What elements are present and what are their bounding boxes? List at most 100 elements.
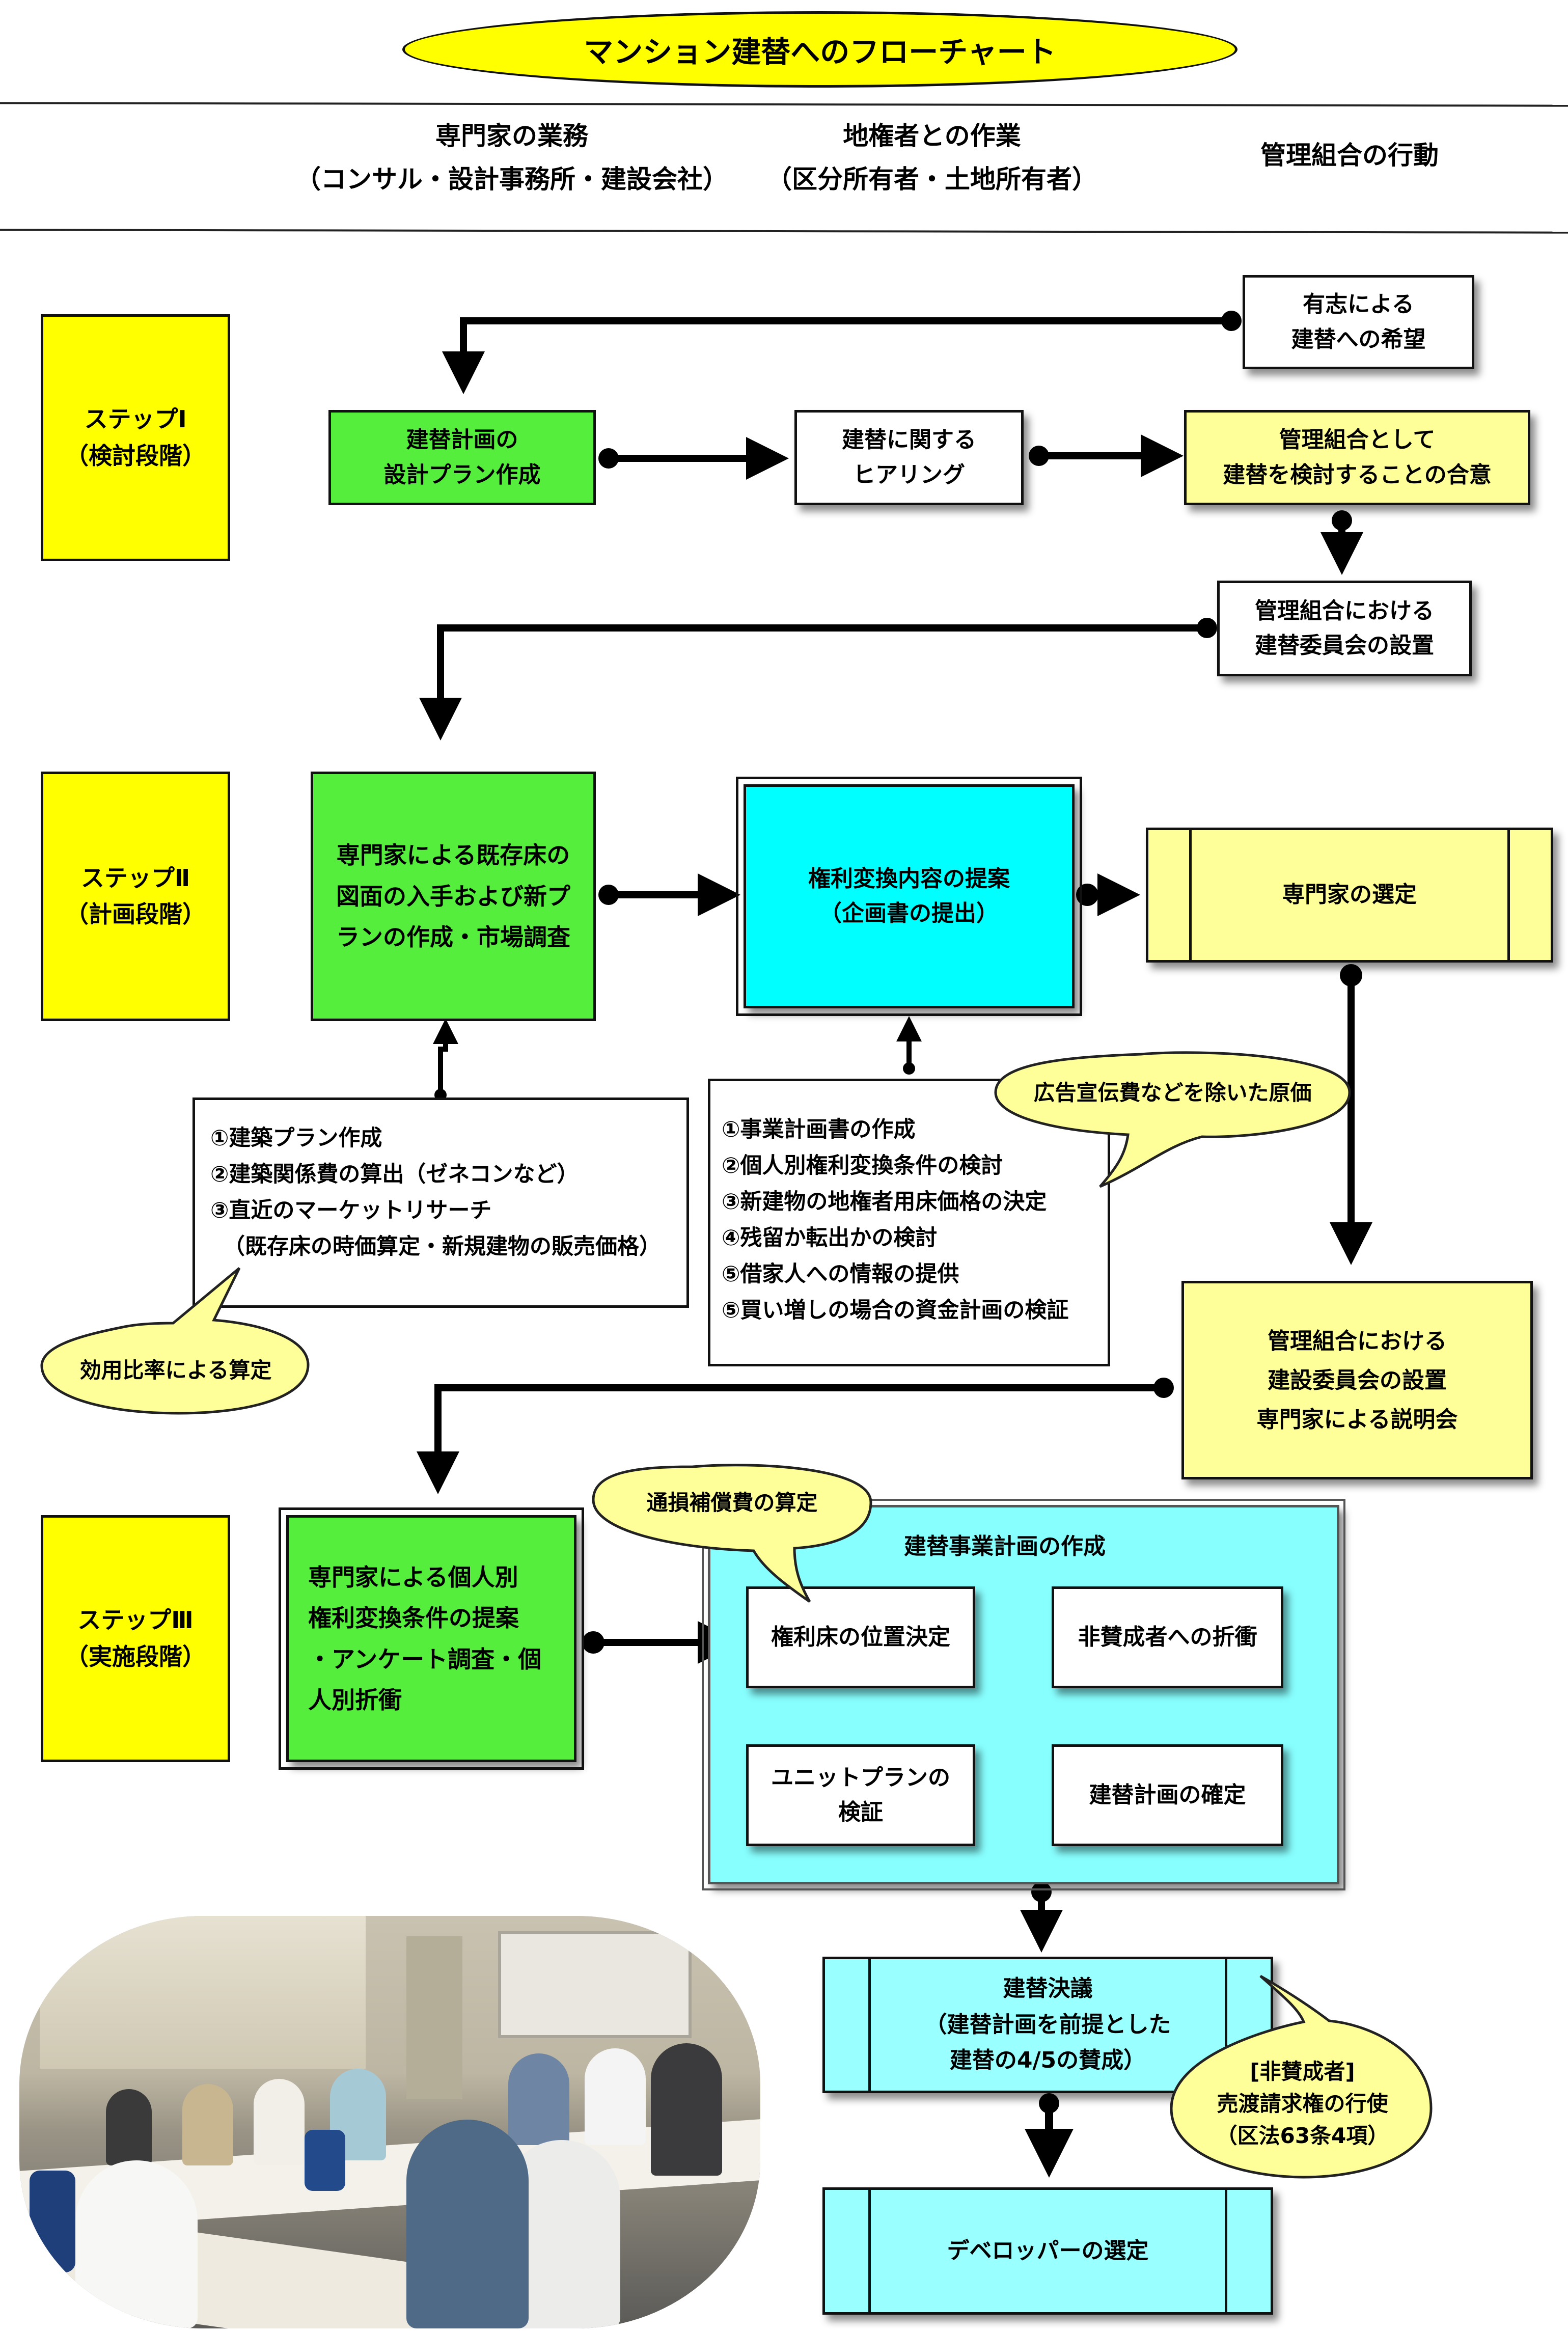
- process-bar-right: [1507, 830, 1510, 960]
- node-rebuild-committee: 管理組合における 建替委員会の設置: [1217, 581, 1472, 676]
- node-construction-line1: 管理組合における: [1268, 1328, 1447, 1354]
- callout-cost-price-shape: [994, 1051, 1351, 1188]
- callout-utility-ratio: 効用比率による算定: [79, 1357, 272, 1383]
- column-header-owners-title: 地権者との作業: [843, 121, 1021, 151]
- photo-wall-panel: [40, 1916, 366, 2069]
- business-task-list: ①事業計画書の作成 ②個人別権利変換条件の検討 ③新建物の地権者用床価格の決定 …: [708, 1079, 1110, 1366]
- process-bar-right: [1225, 2190, 1227, 2312]
- photo-person: [585, 2048, 646, 2145]
- node-rights-proposal-line2: （企画書の提出）: [819, 900, 999, 926]
- step-1-label: ステップⅠ: [84, 405, 187, 433]
- node-individual-line3: ・アンケート調査・個: [308, 1645, 542, 1673]
- plan-list-item: ②建築関係費の算出（ゼネコンなど）: [210, 1161, 579, 1187]
- callout-dissenters-line3: （区法63条4項）: [1216, 2123, 1389, 2148]
- node-design-plan: 建替計画の 設計プラン作成: [328, 410, 596, 505]
- node-design-plan-line1: 建替計画の: [406, 427, 518, 453]
- node-floor-position: 権利床の位置決定: [746, 1586, 975, 1688]
- title-banner: マンション建替へのフローチャート: [402, 11, 1237, 88]
- callout-dissenters-line1: [非賛成者]: [1250, 2059, 1355, 2084]
- page-title: マンション建替へのフローチャート: [584, 35, 1056, 69]
- column-header-association: 管理組合の行動: [1197, 134, 1502, 177]
- column-header-expert: 専門家の業務 （コンサル・設計事務所・建設会社）: [244, 115, 779, 201]
- photo-whiteboard: [498, 1931, 692, 2038]
- business-list-item: ③新建物の地権者用床価格の決定: [722, 1189, 1047, 1215]
- node-volunteer-line1: 有志による: [1303, 291, 1414, 318]
- business-list-item: ②個人別権利変換条件の検討: [722, 1153, 1003, 1178]
- photo-person: [508, 2053, 569, 2145]
- callout-dissenters-line2: 売渡請求権の行使: [1217, 2091, 1388, 2116]
- node-construction-committee: 管理組合における 建設委員会の設置 専門家による説明会: [1181, 1281, 1533, 1479]
- plan-task-list: ①建築プラン作成 ②建築関係費の算出（ゼネコンなど） ③直近のマーケットリサーチ…: [192, 1098, 689, 1308]
- node-individual-line2: 権利変換条件の提案: [308, 1604, 519, 1632]
- node-resolution-line3: 建替の4/5の賛成）: [949, 2047, 1146, 2074]
- node-floor-plans-line1: 専門家による既存床の: [336, 841, 570, 869]
- meeting-photo: [19, 1916, 760, 2328]
- column-header-expert-title: 専門家の業務: [435, 121, 588, 151]
- business-list-item: ①事業計画書の作成: [722, 1117, 916, 1142]
- node-consensus: 管理組合として 建替を検討することの合意: [1184, 410, 1530, 505]
- photo-door: [406, 1936, 462, 2099]
- callout-cost-price: 広告宣伝費などを除いた原価: [1033, 1080, 1312, 1105]
- photo-chair: [305, 2130, 345, 2191]
- node-plan-fixed: 建替計画の確定: [1052, 1744, 1283, 1846]
- node-floor-plans: 専門家による既存床の 図面の入手および新プ ランの作成・市場調査: [311, 772, 596, 1021]
- column-header-owners: 地権者との作業 （区分所有者・土地所有者）: [728, 115, 1136, 201]
- node-developer-selection: デベロッパーの選定: [822, 2187, 1273, 2315]
- business-list-item: ④残留か転出かの検討: [722, 1225, 938, 1251]
- node-resolution-line2: （建替計画を前提とした: [924, 2011, 1171, 2038]
- node-expert-selection: 専門家の選定: [1146, 828, 1553, 963]
- node-rights-proposal-line1: 権利変換内容の提案: [808, 865, 1010, 892]
- callout-utility-ratio-shape: [40, 1267, 310, 1415]
- node-expert-selection-label: 専門家の選定: [1282, 882, 1417, 908]
- arrow-volunteer-to-design: [442, 317, 1231, 394]
- business-list-item: ⑤借家人への情報の提供: [722, 1261, 959, 1287]
- step-3: ステップⅢ （実施段階）: [41, 1515, 230, 1762]
- node-consensus-line2: 建替を検討することの合意: [1223, 461, 1492, 488]
- business-list-item: ⑤買い増しの場合の資金計画の検証: [722, 1297, 1069, 1323]
- step-2-label: ステップⅡ: [80, 864, 190, 892]
- plan-list-item: （既存床の時価算定・新規建物の販売価格）: [223, 1233, 661, 1259]
- column-header-owners-subtitle: （区分所有者・土地所有者）: [766, 164, 1097, 194]
- column-header-association-title: 管理組合の行動: [1260, 141, 1439, 170]
- node-individual-proposal: 専門家による個人別 権利変換条件の提案 ・アンケート調査・個 人別折衝: [279, 1507, 584, 1770]
- process-bar-left: [1189, 830, 1192, 960]
- node-committee-line2: 建替委員会の設置: [1255, 633, 1434, 659]
- node-volunteer-wish: 有志による 建替への希望: [1243, 275, 1474, 369]
- callout-dissenters-shape: [1170, 1974, 1433, 2179]
- node-volunteer-line2: 建替への希望: [1291, 326, 1426, 352]
- node-unit-plan-line2: 検証: [838, 1799, 883, 1825]
- node-negotiation-label: 非賛成者への折衝: [1078, 1624, 1257, 1650]
- photo-chair: [30, 2171, 75, 2272]
- node-resolution-line1: 建替決議: [1003, 1976, 1093, 2002]
- node-committee-line1: 管理組合における: [1255, 597, 1434, 624]
- node-construction-line2: 建設委員会の設置: [1268, 1367, 1447, 1393]
- node-unit-plan: ユニットプランの 検証: [746, 1744, 975, 1846]
- callout-compensation-shape: [592, 1464, 872, 1603]
- step-3-phase: （実施段階）: [65, 1642, 206, 1670]
- node-individual-line1: 専門家による個人別: [308, 1563, 518, 1591]
- node-floor-plans-line2: 図面の入手および新プ: [336, 882, 570, 910]
- arrow-construction-to-individual: [417, 1384, 1164, 1494]
- photo-person: [182, 2084, 233, 2165]
- plan-list-item: ①建築プラン作成: [210, 1126, 382, 1151]
- process-bar-left: [868, 2190, 871, 2312]
- photo-person: [651, 2043, 722, 2176]
- column-header-expert-subtitle: （コンサル・設計事務所・建設会社）: [295, 164, 728, 194]
- node-consensus-line1: 管理組合として: [1279, 427, 1436, 453]
- node-floor-position-label: 権利床の位置決定: [771, 1624, 950, 1650]
- node-plan-fixed-label: 建替計画の確定: [1089, 1781, 1246, 1808]
- step-2: ステップⅡ （計画段階）: [41, 772, 230, 1021]
- node-unit-plan-line1: ユニットプランの: [771, 1764, 950, 1791]
- node-hearing-line1: 建替に関する: [842, 427, 976, 453]
- node-construction-line3: 専門家による説明会: [1256, 1406, 1458, 1433]
- step-1-phase: （検討段階）: [65, 442, 206, 470]
- process-bar-left: [868, 1959, 871, 2091]
- plan-list-item: ③直近のマーケットリサーチ: [210, 1197, 492, 1223]
- photo-person: [106, 2089, 152, 2165]
- step-2-phase: （計画段階）: [65, 900, 206, 928]
- photo-person: [254, 2079, 305, 2165]
- step-3-label: ステップⅢ: [77, 1606, 194, 1634]
- node-floor-plans-line3: ランの作成・市場調査: [336, 923, 570, 951]
- node-hearing-line2: ヒアリング: [853, 461, 965, 488]
